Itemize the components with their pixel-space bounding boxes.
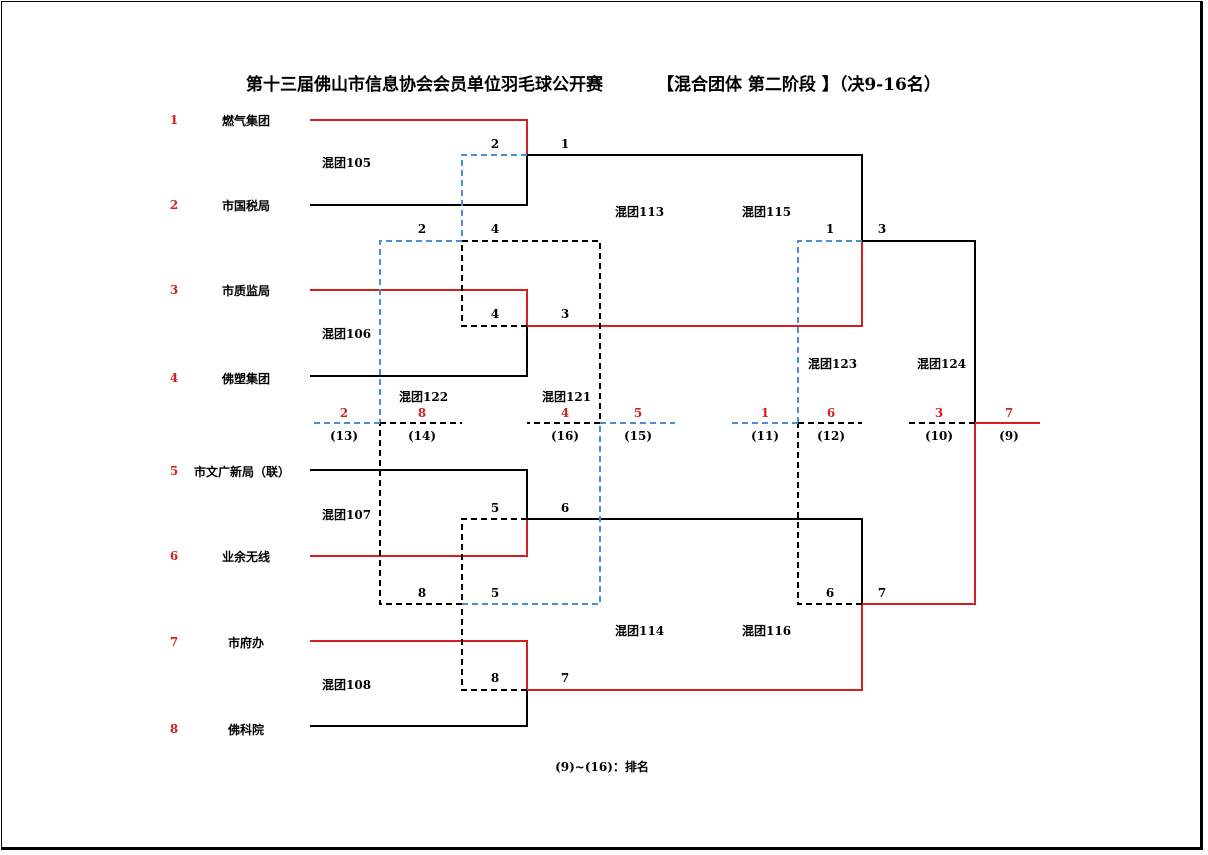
final-top-line (862, 240, 976, 423)
team-6-name: 业余无线 (221, 550, 271, 564)
node-lq-b: 4 (490, 222, 500, 236)
place-winner: 1 (760, 406, 770, 420)
cq-black-top (462, 240, 601, 423)
node-q1-win: 1 (560, 137, 570, 151)
match-113: 混团113 (615, 205, 665, 219)
node-lq-c: 4 (490, 307, 500, 321)
q2-team3-line (310, 289, 528, 326)
node-q4-win: 7 (560, 671, 570, 685)
seed-8: 8 (169, 722, 179, 736)
place-winner: 7 (1004, 406, 1014, 420)
match-123: 混团123 (808, 357, 858, 371)
place-winner: 8 (417, 406, 427, 420)
place-rank: (12) (816, 429, 846, 443)
place-rank: (9) (999, 429, 1019, 443)
node-s-bot-win: 7 (877, 586, 887, 600)
node-q3-top: 5 (490, 501, 500, 515)
seed-4: 4 (169, 371, 179, 385)
q3-team6-line (310, 519, 528, 557)
consolation-bracket (310, 154, 975, 691)
place-rank: (10) (924, 429, 954, 443)
team-3-name: 市质监局 (221, 284, 271, 298)
c12-black (797, 423, 862, 605)
node-q1-top: 2 (490, 137, 500, 151)
seed-6: 6 (169, 549, 179, 563)
team-7-name: 市府办 (227, 636, 265, 650)
match-121: 混团121 (542, 390, 592, 404)
place-rank: (15) (623, 429, 653, 443)
node-lq-a: 2 (417, 222, 427, 236)
cq-black-q3 (461, 518, 527, 604)
q4-team7-line (310, 640, 528, 690)
match-114: 混团114 (615, 624, 665, 638)
place-winner: 6 (826, 406, 836, 420)
place-rank: (16) (550, 429, 580, 443)
place-winner: 2 (339, 406, 349, 420)
match-115: 混团115 (742, 205, 792, 219)
place-rank: (13) (329, 429, 359, 443)
place-rank: (14) (407, 429, 437, 443)
q1-team2-line (310, 155, 528, 206)
place-rank: (11) (750, 429, 780, 443)
cq-blue-top (461, 154, 527, 241)
winners-bracket (310, 119, 1040, 727)
match-105: 混团105 (322, 156, 372, 170)
node-s-top: 1 (825, 222, 835, 236)
match-122: 混团122 (399, 390, 449, 404)
semi-bot-q3-line (527, 518, 863, 604)
match-106: 混团106 (322, 327, 372, 341)
place-winner: 5 (633, 406, 643, 420)
footer-note: (9)~(16)：排名 (555, 760, 649, 774)
match-108: 混团108 (322, 678, 372, 692)
stage-title: 【混合团体 第二阶段 】（决9-16名） (657, 75, 941, 95)
final-bot-line (862, 423, 976, 605)
cq-black-mid (461, 241, 527, 327)
node-lq-e: 5 (490, 586, 500, 600)
match-124: 混团124 (917, 357, 967, 371)
place-winner: 4 (560, 406, 570, 420)
match-116: 混团116 (742, 624, 792, 638)
team-2-name: 市国税局 (221, 199, 271, 213)
node-lq-d: 8 (417, 586, 427, 600)
node-q4-bot: 8 (490, 671, 500, 685)
semi-top-q2-line (527, 241, 863, 327)
seed-2: 2 (169, 198, 179, 212)
q4-team8-line (310, 690, 528, 727)
seed-5: 5 (169, 464, 179, 478)
match-107: 混团107 (322, 508, 372, 522)
seed-1: 1 (169, 113, 179, 127)
semi-bot-q4-line (527, 604, 863, 691)
team-5-name: 市文广新局（联） (193, 465, 291, 479)
team-4-name: 佛塑集团 (221, 372, 271, 386)
c11-blue (797, 240, 862, 423)
q1-team1-line (310, 119, 528, 155)
team-1-name: 燃气集团 (221, 114, 271, 128)
q2-team4-line (310, 326, 528, 377)
semi-top-q1-line (527, 154, 863, 241)
c13-blue (379, 240, 462, 423)
seed-7: 7 (169, 635, 179, 649)
team-8-name: 佛科院 (227, 723, 265, 737)
place-winner: 3 (934, 406, 944, 420)
q3-team5-line (310, 469, 528, 519)
page-title: 第十三届佛山市信息协会会员单位羽毛球公开赛 (246, 75, 603, 95)
seed-3: 3 (169, 283, 179, 297)
c13-black (379, 423, 462, 605)
cq-black-q4 (461, 604, 527, 691)
cq-blue-bot (462, 423, 601, 605)
node-q2-win: 3 (560, 307, 570, 321)
node-q3-win: 6 (560, 501, 570, 515)
node-s-bot: 6 (825, 586, 835, 600)
node-s-top-win: 3 (877, 222, 887, 236)
